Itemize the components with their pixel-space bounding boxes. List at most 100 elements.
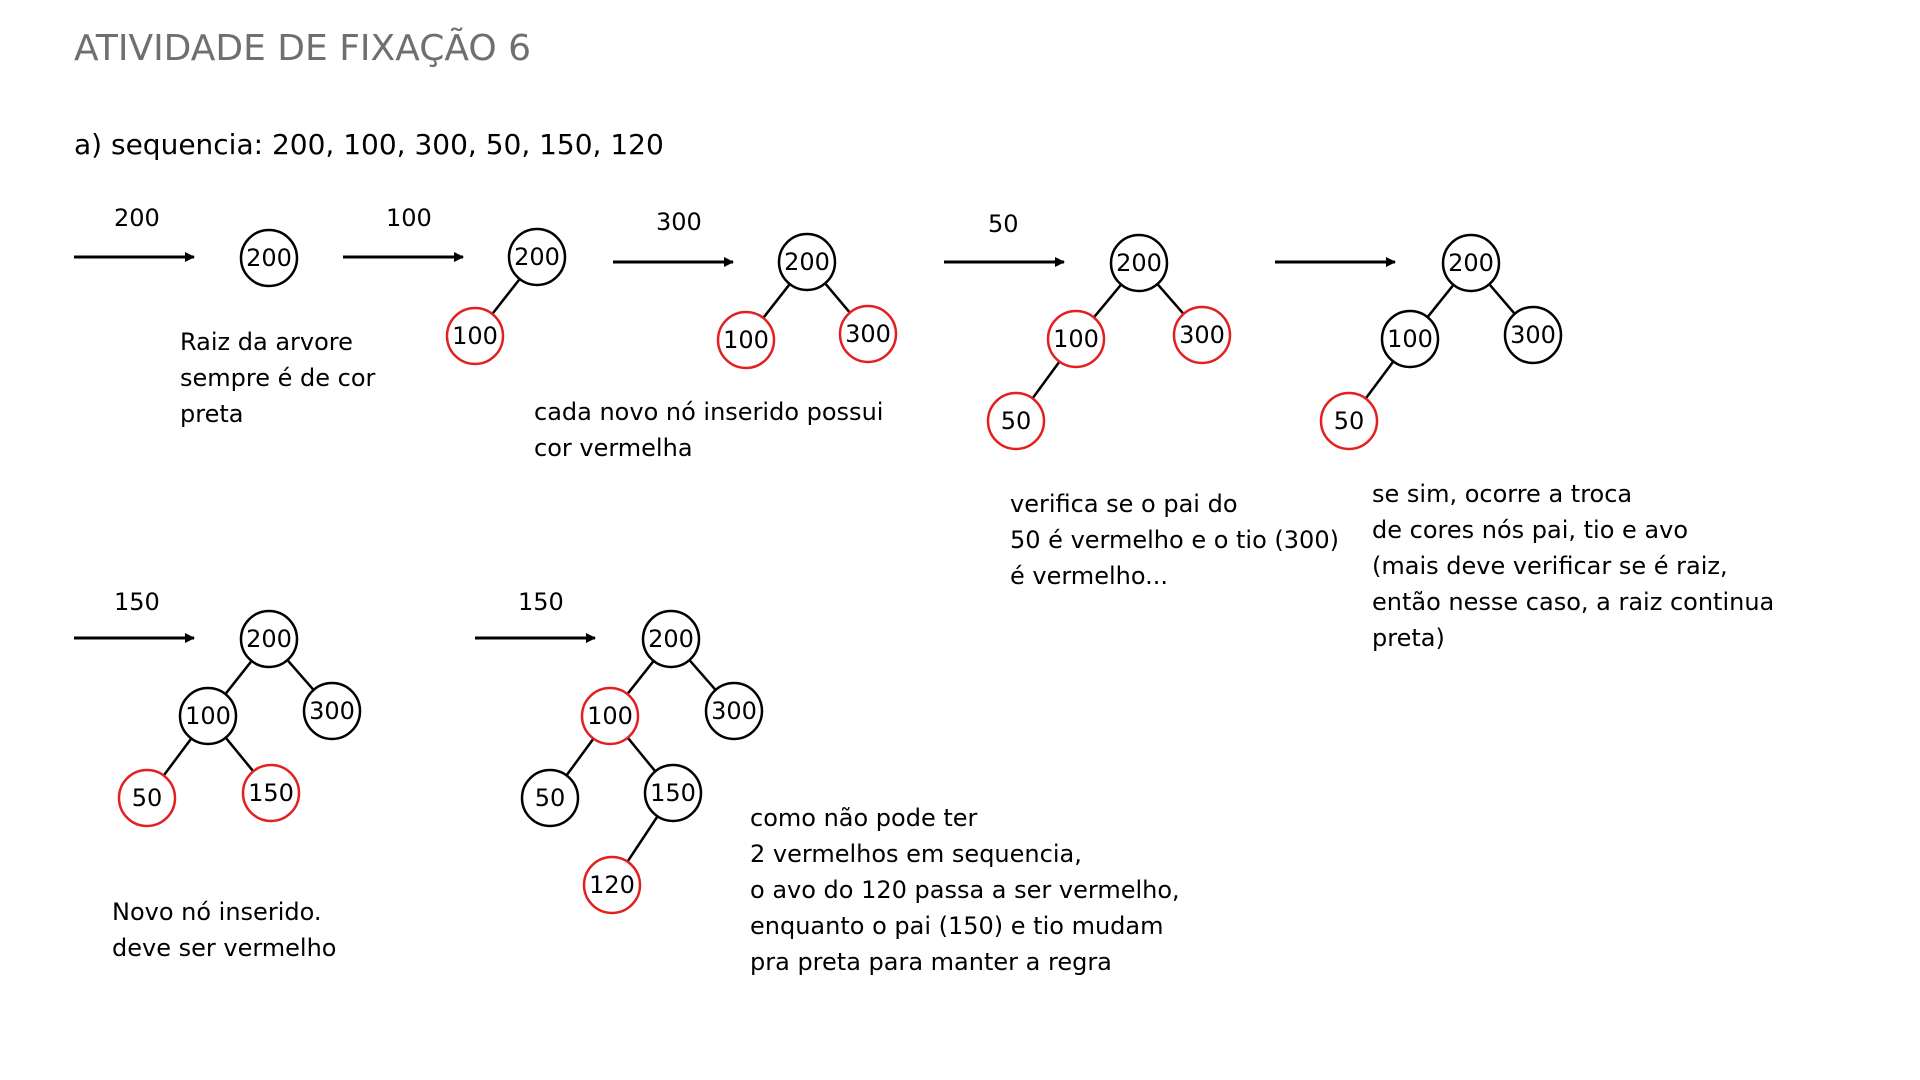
step-label-s7: 150	[518, 588, 564, 616]
note-line: preta	[180, 400, 244, 428]
node-circle	[1109, 233, 1169, 293]
node-circle	[582, 855, 642, 915]
node-value: 100	[185, 702, 231, 730]
tree-edge	[688, 659, 717, 691]
tree-node-100: 100	[1046, 309, 1106, 369]
tree-edge	[626, 660, 655, 695]
step-label-s4: 50	[988, 210, 1019, 238]
node-circle	[716, 310, 776, 370]
tree-edge	[762, 283, 791, 319]
tree-node-200: 200	[1441, 233, 1501, 293]
note-line: enquanto o pai (150) e tio mudam	[750, 912, 1164, 940]
node-value: 50	[1334, 407, 1365, 435]
tree-node-300: 300	[838, 304, 898, 364]
node-circle	[239, 228, 299, 288]
tree-edge	[224, 736, 255, 773]
node-value: 100	[1387, 325, 1433, 353]
note-line: como não pode ter	[750, 804, 978, 832]
node-circle	[178, 686, 238, 746]
tree-node-50: 50	[520, 768, 580, 828]
tree-edge	[1488, 283, 1516, 315]
note-line: Novo nó inserido.	[112, 898, 322, 926]
note-line: cor vermelha	[534, 434, 693, 462]
tree-edge	[491, 278, 521, 315]
node-circle	[704, 681, 764, 741]
note-line: o avo do 120 passa a ser vermelho,	[750, 876, 1180, 904]
sequence-subtitle: a) sequencia: 200, 100, 300, 50, 150, 12…	[74, 128, 664, 161]
note-line: Raiz da arvore	[180, 328, 353, 356]
note-line: sempre é de cor	[180, 364, 376, 392]
node-value: 100	[1053, 325, 1099, 353]
node-value: 100	[452, 322, 498, 350]
note-line: 50 é vermelho e o tio (300)	[1010, 526, 1339, 554]
page-title: ATIVIDADE DE FIXAÇÃO 6	[74, 28, 532, 69]
note-check: verifica se o pai do 50 é vermelho e o t…	[1010, 486, 1339, 594]
note-line: (mais deve verificar se é raiz,	[1372, 552, 1728, 580]
node-value: 50	[132, 784, 163, 812]
node-value: 120	[589, 871, 635, 899]
note-line: é vermelho...	[1010, 562, 1168, 590]
note-line: 2 vermelhos em sequencia,	[750, 840, 1082, 868]
tree-node-100: 100	[1380, 309, 1440, 369]
tree-node-100: 100	[178, 686, 238, 746]
tree-edge	[824, 282, 851, 314]
tree-node-200: 200	[239, 609, 299, 669]
node-value: 200	[514, 243, 560, 271]
node-value: 200	[1448, 249, 1494, 277]
node-value: 300	[711, 697, 757, 725]
tree-node-150: 150	[241, 763, 301, 823]
note-line: preta)	[1372, 624, 1445, 652]
tree-node-120: 120	[582, 855, 642, 915]
node-circle	[302, 681, 362, 741]
tree-edge	[626, 736, 657, 773]
tree-node-50: 50	[986, 391, 1046, 451]
node-circle	[1046, 309, 1106, 369]
tree-node-300: 300	[302, 681, 362, 741]
node-value: 50	[535, 784, 566, 812]
tree-node-100: 100	[580, 686, 640, 746]
note-recolor: se sim, ocorre a troca de cores nós pai,…	[1372, 476, 1774, 656]
note-root: Raiz da arvore sempre é de cor preta	[180, 324, 375, 432]
node-circle	[1319, 391, 1379, 451]
node-circle	[241, 763, 301, 823]
tree-node-150: 150	[643, 763, 703, 823]
tree-node-200: 200	[777, 232, 837, 292]
tree-node-200: 200	[239, 228, 299, 288]
node-circle	[777, 232, 837, 292]
tree-edges	[162, 278, 1516, 863]
step-arrows	[74, 252, 1396, 643]
step-label-s1: 200	[114, 204, 160, 232]
node-circle	[239, 609, 299, 669]
tree-node-100: 100	[445, 306, 505, 366]
note-fix: como não pode ter 2 vermelhos em sequenc…	[750, 800, 1180, 980]
tree-node-200: 200	[1109, 233, 1169, 293]
tree-edge	[224, 660, 253, 695]
note-line: de cores nós pai, tio e avo	[1372, 516, 1689, 544]
node-circle	[838, 304, 898, 364]
node-circle	[1503, 305, 1563, 365]
tree-edge	[286, 659, 315, 691]
node-circle	[445, 306, 505, 366]
note-line: cada novo nó inserido possui	[534, 398, 884, 426]
note-line: se sim, ocorre a troca	[1372, 480, 1633, 508]
note-inserted: Novo nó inserido. deve ser vermelho	[112, 894, 336, 966]
node-value: 100	[587, 702, 633, 730]
tree-edge	[565, 737, 595, 777]
node-value: 50	[1001, 407, 1032, 435]
node-circle	[986, 391, 1046, 451]
node-value: 200	[1116, 249, 1162, 277]
node-circle	[641, 609, 701, 669]
node-value: 200	[784, 248, 830, 276]
node-value: 300	[1510, 321, 1556, 349]
node-value: 200	[648, 625, 694, 653]
tree-node-300: 300	[1172, 305, 1232, 365]
tree-edge	[162, 737, 193, 777]
node-circle	[117, 768, 177, 828]
note-line: verifica se o pai do	[1010, 490, 1238, 518]
tree-node-200: 200	[507, 227, 567, 287]
node-value: 300	[1179, 321, 1225, 349]
tree-edge	[1031, 360, 1061, 400]
tree-edge	[1092, 283, 1123, 319]
node-value: 100	[723, 326, 769, 354]
